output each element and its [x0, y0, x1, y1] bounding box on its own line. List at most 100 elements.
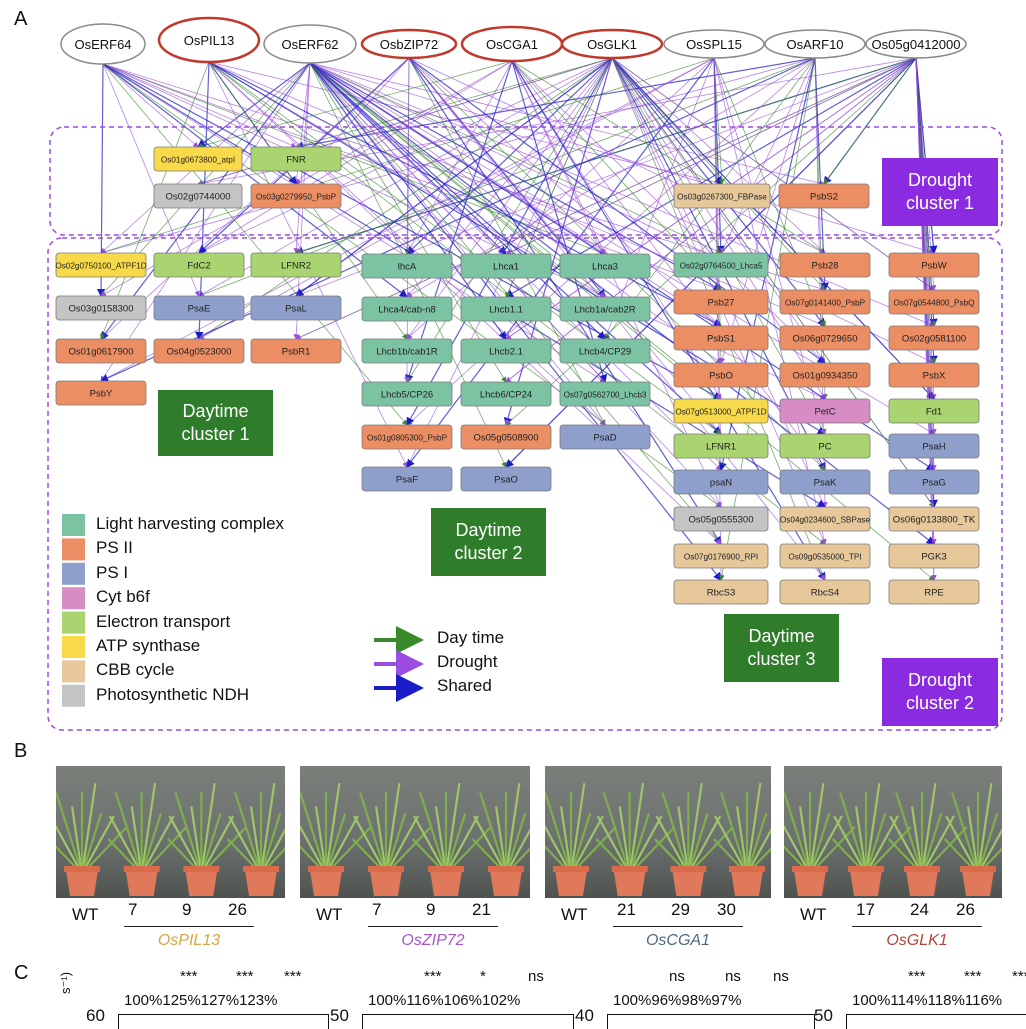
- regulation-edge-shared: [611, 57, 935, 400]
- gene-node-label: Fd1: [926, 407, 942, 418]
- regulation-edge-shared: [99, 57, 816, 382]
- gene-node-os06g0133800-tk: Os06g0133800_TK: [888, 506, 980, 532]
- gene-node-os01g0805300-psbp: Os01g0805300_PsbP: [361, 424, 453, 450]
- gene-node-label: Os06g0133800_TK: [893, 515, 976, 526]
- gene-node-lfnr1: LFNR1: [673, 433, 769, 459]
- panel-c-letter: C: [14, 962, 29, 984]
- gene-node-label: PsaH: [922, 442, 945, 453]
- y-axis-tick-label: 40: [575, 1006, 594, 1025]
- potted-plant: [595, 783, 676, 896]
- gene-node-os04g0234600-sbpase: Os04g0234600_SBPase: [779, 506, 871, 532]
- tf-node-label: OsSPL15: [686, 37, 742, 52]
- gene-node-lhca1: Lhca1: [460, 253, 552, 279]
- regulation-edge-drought: [511, 60, 826, 364]
- gene-node-label: Os01g0617900: [69, 347, 134, 358]
- gene-node-lhcb5-cp26: Lhcb5/CP26: [361, 381, 453, 407]
- legend-label-ps-ii: PS II: [96, 538, 133, 558]
- gene-node-label: PC: [818, 442, 831, 453]
- significance-label: ***: [180, 968, 198, 985]
- regulation-edge-shared: [511, 60, 826, 582]
- tf-node-label: OsARF10: [786, 37, 843, 52]
- regulation-edge-drought: [604, 57, 715, 340]
- regulation-edge-day: [309, 62, 935, 581]
- legend-swatch-cyt-b6f: [62, 587, 85, 610]
- regulation-edge-day: [102, 63, 606, 255]
- gene-node-label: Psb27: [708, 298, 735, 309]
- line-label: 21: [472, 900, 491, 919]
- gene-node-pc: PC: [779, 433, 871, 459]
- drought-cluster-2-box: [47, 237, 1003, 731]
- gene-node-os07g0176900-rpi: Os07g0176900_RPI: [673, 543, 769, 569]
- gene-node-psao: PsaO: [460, 466, 552, 492]
- gene-node-label: Os01g0934350: [793, 371, 858, 382]
- gene-node-os07g0544800-psbq: Os07g0544800_PsbQ: [888, 289, 980, 315]
- potted-plant: [167, 783, 247, 896]
- gene-node-label: PGK3: [921, 552, 946, 563]
- gene-node-lhcb4-cp29: Lhcb4/CP29: [559, 338, 651, 364]
- gene-node-label: PetC: [814, 407, 835, 418]
- regulation-edge-day: [511, 60, 722, 291]
- gene-node-os02g0764500-lhca5: Os02g0764500_Lhca5: [673, 252, 769, 278]
- gene-node-pgk3: PGK3: [888, 543, 980, 569]
- gene-node-label: PsaK: [814, 478, 837, 489]
- regulation-edge-day: [208, 61, 722, 435]
- gene-group-label-oszip72: OsZIP72: [401, 932, 465, 949]
- gene-node-petc: PetC: [779, 398, 871, 424]
- legend-label-electron-transport: Electron transport: [96, 611, 231, 631]
- gene-node-label: Os01g0673800_atpI: [161, 156, 235, 165]
- daytime-cluster-1-label: Daytime cluster 1: [158, 390, 273, 456]
- gene-node-label: PsaE: [188, 304, 211, 315]
- regulation-edge-drought: [408, 57, 722, 327]
- regulation-edge-drought: [309, 62, 606, 426]
- line-label: 26: [956, 900, 975, 919]
- regulation-edge-drought: [408, 57, 722, 435]
- tf-node-label: OsERF62: [281, 37, 338, 52]
- gene-node-label: Os02g0764500_Lhca5: [680, 262, 763, 271]
- line-label: 7: [372, 900, 382, 919]
- plant-photo-oszip72: [300, 766, 530, 898]
- gene-node-label: Os06g0729650: [793, 334, 858, 345]
- significance-label: ***: [908, 968, 926, 985]
- wt-label: WT: [316, 905, 343, 924]
- gene-node-label: Os02g0750100_ATPF1D: [55, 262, 146, 271]
- transgenic-line-underline: [852, 926, 982, 927]
- tf-node-osarf10: OsARF10: [764, 29, 866, 59]
- gene-node-psbx: PsbX: [888, 362, 980, 388]
- gene-node-label: PsaO: [494, 475, 518, 486]
- potted-plant: [831, 783, 912, 896]
- line-label: 26: [228, 900, 247, 919]
- regulation-edge-shared: [102, 63, 827, 508]
- significance-label: ***: [284, 968, 302, 985]
- gene-node-label: lhcA: [398, 262, 417, 273]
- gene-node-label: Lhcb1b/cab1R: [376, 347, 437, 358]
- gene-node-label: Lhcb2.1: [489, 347, 523, 358]
- legend-label-cbb-cycle: CBB cycle: [96, 660, 175, 680]
- gene-node-label: PsbS1: [707, 334, 735, 345]
- potted-plant: [351, 783, 432, 896]
- gene-node-os03g0279950-psbp: Os03g0279950_PsbP: [250, 183, 342, 209]
- gene-node-label: RbcS3: [707, 588, 736, 599]
- regulation-edge-drought: [720, 57, 816, 254]
- legend-swatch-electron-transport: [62, 611, 85, 634]
- legend-swatch-atp-synthase: [62, 636, 85, 658]
- regulation-edge-drought: [511, 60, 722, 508]
- potted-plant: [887, 783, 968, 896]
- regulation-edge-drought: [406, 60, 513, 255]
- potted-plant: [411, 783, 492, 896]
- gene-node-label: Lhca3: [592, 262, 618, 273]
- gene-node-label: Lhcb5/CP26: [381, 390, 433, 401]
- potted-plant: [107, 783, 188, 896]
- gene-node-psbs2: PsbS2: [778, 183, 870, 209]
- gene-node-psad: PsaD: [559, 424, 651, 450]
- regulation-edge-drought: [611, 57, 935, 291]
- daytime-cluster-3-label: Daytime cluster 3: [724, 614, 839, 682]
- panel-b-letter: B: [14, 740, 28, 762]
- legend-swatch-photosynthetic-ndh: [62, 684, 85, 707]
- bar-chart-frame: [362, 1014, 574, 1029]
- potted-plant: [471, 783, 530, 896]
- line-label: 21: [617, 900, 636, 919]
- regulation-edge-shared: [406, 57, 613, 427]
- regulation-edge-drought: [504, 57, 613, 426]
- regulation-edge-shared: [713, 57, 725, 255]
- gene-node-rpe: RPE: [888, 579, 980, 605]
